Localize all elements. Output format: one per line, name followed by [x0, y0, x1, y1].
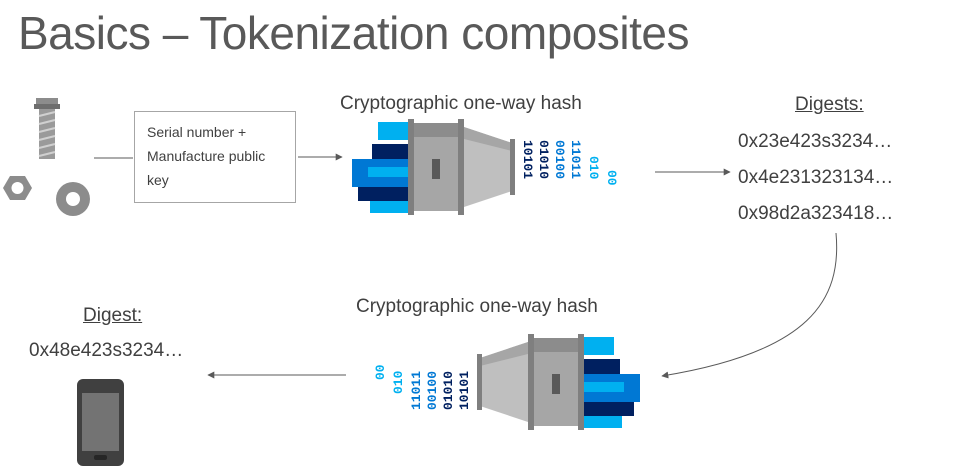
binary-column: 00100 [552, 140, 567, 179]
hex-nut-icon [3, 176, 32, 200]
digests-list: 0x23e423s3234… 0x4e231323134… 0x98d2a323… [738, 124, 893, 232]
input-box: Serial number + Manufacture public key [134, 111, 296, 203]
binary-column: 11011 [568, 140, 583, 179]
hash-machine-icon [352, 119, 515, 215]
binary-column: 010 [391, 370, 406, 394]
hash-machine-icon [477, 334, 640, 430]
binary-column: 00100 [425, 371, 440, 410]
binary-column: 00 [604, 170, 619, 186]
hash-label-bottom: Cryptographic one-way hash [356, 296, 598, 317]
hash-label-top: Cryptographic one-way hash [340, 93, 582, 114]
arrow-digests-to-hash-bottom [661, 232, 838, 379]
binary-output-bottom: 10101 01010 00100 11011 010 00 [373, 364, 472, 410]
smartphone-icon [77, 379, 124, 466]
binary-column: 10101 [457, 371, 472, 410]
input-line: Manufacture public [147, 148, 266, 164]
binary-column: 10101 [520, 140, 535, 179]
digest-heading: Digest: [83, 305, 143, 326]
digest-value-single: 0x48e423s3234… [29, 340, 184, 361]
digest-value: 0x23e423s3234… [738, 131, 893, 152]
binary-column: 11011 [409, 371, 424, 410]
digests-heading: Digests: [795, 94, 864, 115]
binary-column: 01010 [536, 140, 551, 179]
washer-icon [56, 182, 90, 216]
binary-output-top: 10101 01010 00100 11011 010 00 [520, 140, 619, 186]
digest-value: 0x4e231323134… [738, 167, 894, 188]
binary-column: 00 [373, 364, 388, 380]
input-line: key [147, 172, 169, 188]
binary-column: 01010 [441, 371, 456, 410]
page-title: Basics – Tokenization composites [18, 7, 689, 59]
bolt-icon [34, 98, 60, 159]
digest-value: 0x98d2a323418… [738, 203, 894, 224]
input-line: Serial number + [147, 124, 247, 140]
binary-column: 010 [586, 156, 601, 180]
